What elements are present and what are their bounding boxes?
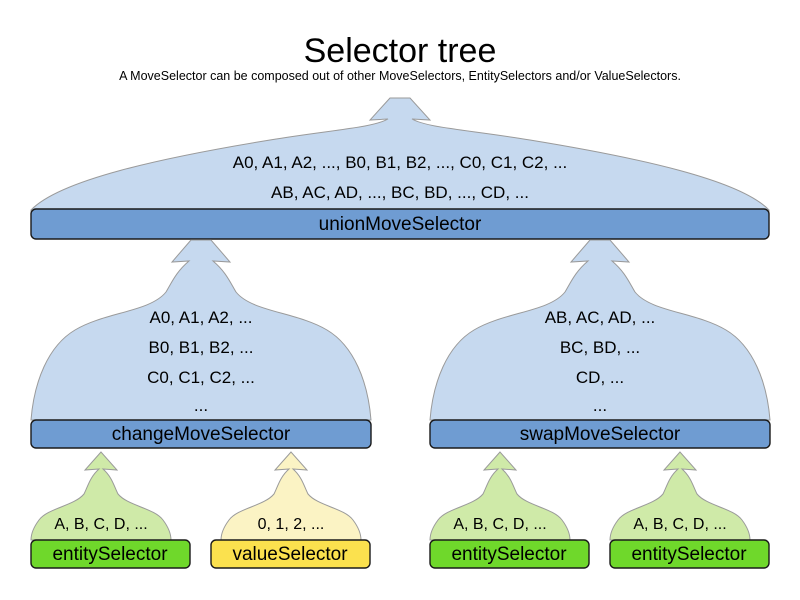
swap-balloon-body — [429, 239, 771, 421]
entity-2-label-bar[interactable] — [429, 539, 590, 569]
change-line-3: ... — [194, 396, 208, 415]
entity-1-label: entitySelector — [52, 544, 168, 565]
change-label: changeMoveSelector — [112, 424, 291, 445]
union-label: unionMoveSelector — [319, 214, 482, 235]
swap-label: swapMoveSelector — [520, 424, 681, 445]
change-line-2: C0, C1, C2, ... — [147, 368, 255, 387]
entity-1-label-bar[interactable] — [30, 539, 191, 569]
node-entity-selector-1[interactable]: A, B, C, D, ... entitySelector — [30, 451, 191, 569]
change-line-1: B0, B1, B2, ... — [149, 338, 254, 357]
union-label-bar[interactable] — [30, 208, 770, 240]
entity-1-line-0: A, B, C, D, ... — [54, 516, 147, 533]
change-balloon-body — [30, 239, 372, 421]
node-swap-move-selector[interactable]: AB, AC, AD, ... BC, BD, ... CD, ... ... … — [429, 239, 771, 449]
change-label-bar[interactable] — [30, 419, 372, 449]
swap-label-bar[interactable] — [429, 419, 771, 449]
swap-line-0: AB, AC, AD, ... — [545, 308, 656, 327]
node-union-move-selector[interactable]: A0, A1, A2, ..., B0, B1, B2, ..., C0, C1… — [30, 97, 770, 240]
entity-3-line-0: A, B, C, D, ... — [633, 516, 726, 533]
entity-2-line-0: A, B, C, D, ... — [453, 516, 546, 533]
value-1-label: valueSelector — [232, 544, 348, 565]
page-subtitle: A MoveSelector can be composed out of ot… — [119, 69, 681, 83]
union-line-0: A0, A1, A2, ..., B0, B1, B2, ..., C0, C1… — [233, 153, 568, 172]
node-entity-selector-2[interactable]: A, B, C, D, ... entitySelector — [429, 451, 590, 569]
value-1-label-bar[interactable] — [210, 539, 371, 569]
node-value-selector-1[interactable]: 0, 1, 2, ... valueSelector — [210, 451, 371, 569]
entity-3-label: entitySelector — [631, 544, 747, 565]
entity-2-label: entitySelector — [451, 544, 567, 565]
swap-line-1: BC, BD, ... — [560, 338, 640, 357]
node-change-move-selector[interactable]: A0, A1, A2, ... B0, B1, B2, ... C0, C1, … — [30, 239, 372, 449]
change-line-0: A0, A1, A2, ... — [149, 308, 252, 327]
node-entity-selector-3[interactable]: A, B, C, D, ... entitySelector — [609, 451, 770, 569]
swap-line-2: CD, ... — [576, 368, 624, 387]
entity-3-label-bar[interactable] — [609, 539, 770, 569]
union-line-1: AB, AC, AD, ..., BC, BD, ..., CD, ... — [271, 183, 529, 202]
swap-line-3: ... — [593, 396, 607, 415]
value-1-line-0: 0, 1, 2, ... — [258, 516, 325, 533]
page-title: Selector tree — [304, 32, 497, 70]
